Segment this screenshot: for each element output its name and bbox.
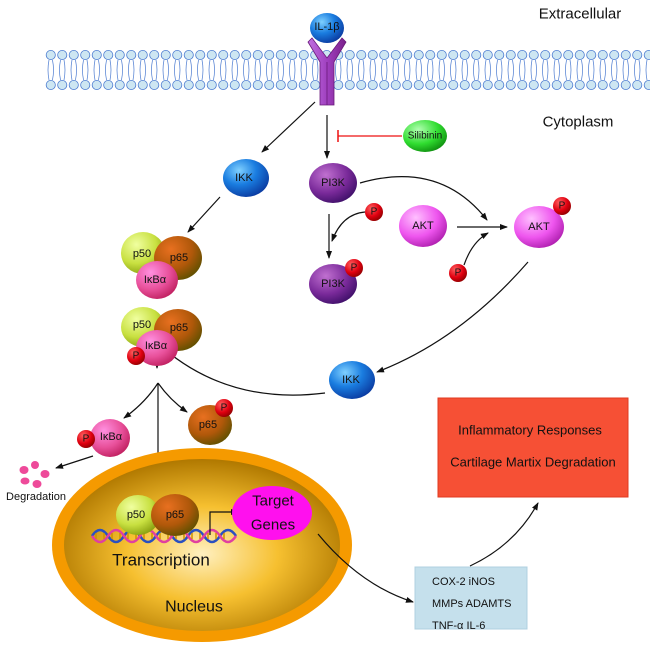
svg-text:Target: Target [252,493,295,510]
svg-text:AKT: AKT [528,221,550,233]
arrow-ikk-to-complex [187,196,221,233]
arrow-pi3k-to-akt-p [359,176,488,221]
transcription-label: Transcription [112,551,210,570]
svg-text:MMPs ADAMTS: MMPs ADAMTS [432,598,511,610]
arrow-to-phospho-ikba [123,382,159,419]
il1-receptor [307,37,347,106]
ikk-node: IKK [329,361,375,399]
svg-text:p65: p65 [199,419,217,431]
svg-text:PI3K: PI3K [321,278,346,290]
arrow-products-to-outcomes [469,502,539,567]
gene-products-box: COX-2 iNOS MMPs ADAMTS TNF-α IL-6 [414,566,528,632]
arrow-phosphate-to-pi3k [331,211,366,242]
svg-text:p65: p65 [170,322,188,334]
nucleus-label: Nucleus [165,599,223,616]
svg-text:p65: p65 [166,509,184,521]
target-genes: Target Genes [232,486,312,540]
pi3k-phosphorylated-node: PI3K P [309,259,363,304]
il1b-ligand: IL-1β [310,13,344,43]
outcomes-box: Inflammatory Responses Cartilage Martix … [437,397,629,498]
arrow-genes-to-products [317,533,414,603]
svg-text:P: P [83,434,90,445]
phospho-p65: p65 P [188,399,233,445]
svg-text:Genes: Genes [251,517,295,534]
svg-text:IL-1β: IL-1β [314,21,339,33]
arrow-receptor-to-ikk [261,101,316,153]
arrow-to-degradation [55,455,94,469]
phosphate: P [365,203,383,221]
arrow-phosphate-to-akt [463,232,489,266]
arrow-ikk-to-ikba-phosphorylation [162,347,326,396]
phospho-ikba: IκBα P [77,419,130,457]
svg-text:P: P [221,403,228,414]
svg-text:p50: p50 [133,319,151,331]
svg-text:Inflammatory Responses: Inflammatory Responses [458,423,602,438]
arrow-transcription-start [209,509,239,535]
svg-text:IKK: IKK [342,374,360,386]
svg-text:p50: p50 [133,248,151,260]
svg-text:P: P [559,201,566,212]
svg-text:P: P [455,268,462,279]
arrow-to-phospho-p65 [157,382,188,413]
svg-text:PI3K: PI3K [321,177,346,189]
arrow-akt-p-to-ikk [376,261,529,373]
svg-text:AKT: AKT [412,220,434,232]
nfkb-ikba-complex: p50 p65 IκBα [121,232,202,299]
svg-text:IKK: IKK [235,172,253,184]
svg-text:COX-2 iNOS: COX-2 iNOS [432,576,495,588]
akt-phosphorylated-node: AKT P [514,197,571,248]
svg-text:Silibinin: Silibinin [408,131,442,142]
cytoplasm-label: Cytoplasm [543,114,614,131]
svg-text:IκBα: IκBα [144,274,167,286]
svg-text:p50: p50 [127,509,145,521]
svg-text:P: P [371,207,378,218]
svg-text:p65: p65 [170,252,188,264]
silibinin: Silibinin [403,120,447,152]
ikk-node: IKK [223,159,269,197]
nfkb-dimer-nuclear: p50 p65 [116,494,199,536]
phosphate: P [449,264,467,282]
degradation-fragments [19,461,50,488]
degradation-label: Degradation [6,491,66,503]
cell-membrane [45,50,650,90]
svg-text:TNF-α IL-6: TNF-α IL-6 [432,620,485,632]
svg-text:P: P [351,263,358,274]
extracellular-label: Extracellular [539,6,622,23]
svg-text:IκBα: IκBα [145,340,168,352]
svg-text:IκBα: IκBα [100,431,123,443]
pi3k-node: PI3K [309,163,357,203]
svg-text:P: P [133,351,140,362]
svg-text:Cartilage Martix Degradation: Cartilage Martix Degradation [450,455,615,470]
nfkb-phospho-ikba-complex: p50 p65 IκBα P [121,307,202,366]
akt-node: AKT [399,205,447,247]
